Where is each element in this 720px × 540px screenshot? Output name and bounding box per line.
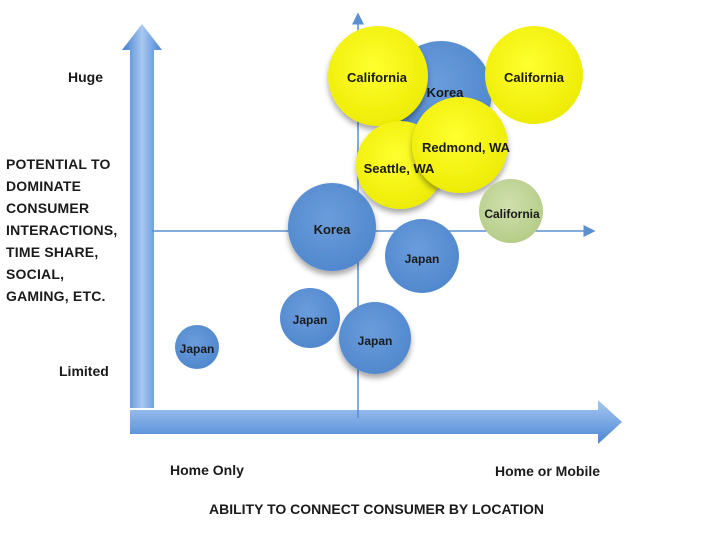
bubble-label: California bbox=[504, 70, 565, 85]
bubble-label: Redmond, WA bbox=[422, 140, 511, 155]
bubble-yellow bbox=[328, 26, 428, 126]
y-axis-title-line: CONSUMER bbox=[6, 200, 90, 216]
bubble-blue bbox=[385, 219, 459, 293]
x-axis-right-label: Home or Mobile bbox=[495, 463, 601, 479]
bubble-blue bbox=[339, 302, 411, 374]
bubble-label: Japan bbox=[405, 252, 440, 266]
bubble-green bbox=[479, 179, 543, 243]
y-axis-top-label: Huge bbox=[68, 69, 103, 85]
y-axis-title-line: INTERACTIONS, bbox=[6, 222, 118, 238]
bubble-yellow bbox=[485, 26, 583, 124]
y-axis-title-line: SOCIAL, bbox=[6, 266, 65, 282]
bubble-blue bbox=[280, 288, 340, 348]
y-axis-arrow bbox=[122, 24, 162, 408]
bubble-label: Korea bbox=[314, 222, 352, 237]
x-axis-left-label: Home Only bbox=[170, 462, 244, 478]
y-axis-title-line: TIME SHARE, bbox=[6, 244, 99, 260]
bubble-label: California bbox=[347, 70, 408, 85]
bubble-label: Japan bbox=[358, 334, 393, 348]
y-axis-title-line: POTENTIAL TO bbox=[6, 156, 111, 172]
x-axis-arrow bbox=[130, 400, 622, 444]
bubble-label: Japan bbox=[293, 313, 328, 327]
bubble-yellow bbox=[412, 97, 508, 193]
bubble-label: Korea bbox=[427, 85, 465, 100]
bubble-blue bbox=[175, 325, 219, 369]
bubble-blue bbox=[288, 183, 376, 271]
x-axis-title: ABILITY TO CONNECT CONSUMER BY LOCATION bbox=[209, 501, 544, 517]
y-axis-bottom-label: Limited bbox=[59, 363, 109, 379]
bubble-label: Seattle, WA bbox=[364, 161, 435, 176]
bubble-label: Japan bbox=[180, 342, 215, 356]
y-axis-title-line: GAMING, ETC. bbox=[6, 288, 106, 304]
y-axis-title-line: DOMINATE bbox=[6, 178, 82, 194]
y-axis-title: POTENTIAL TO DOMINATE CONSUMER INTERACTIONS… bbox=[6, 153, 146, 307]
bubble-label: California bbox=[484, 207, 540, 221]
